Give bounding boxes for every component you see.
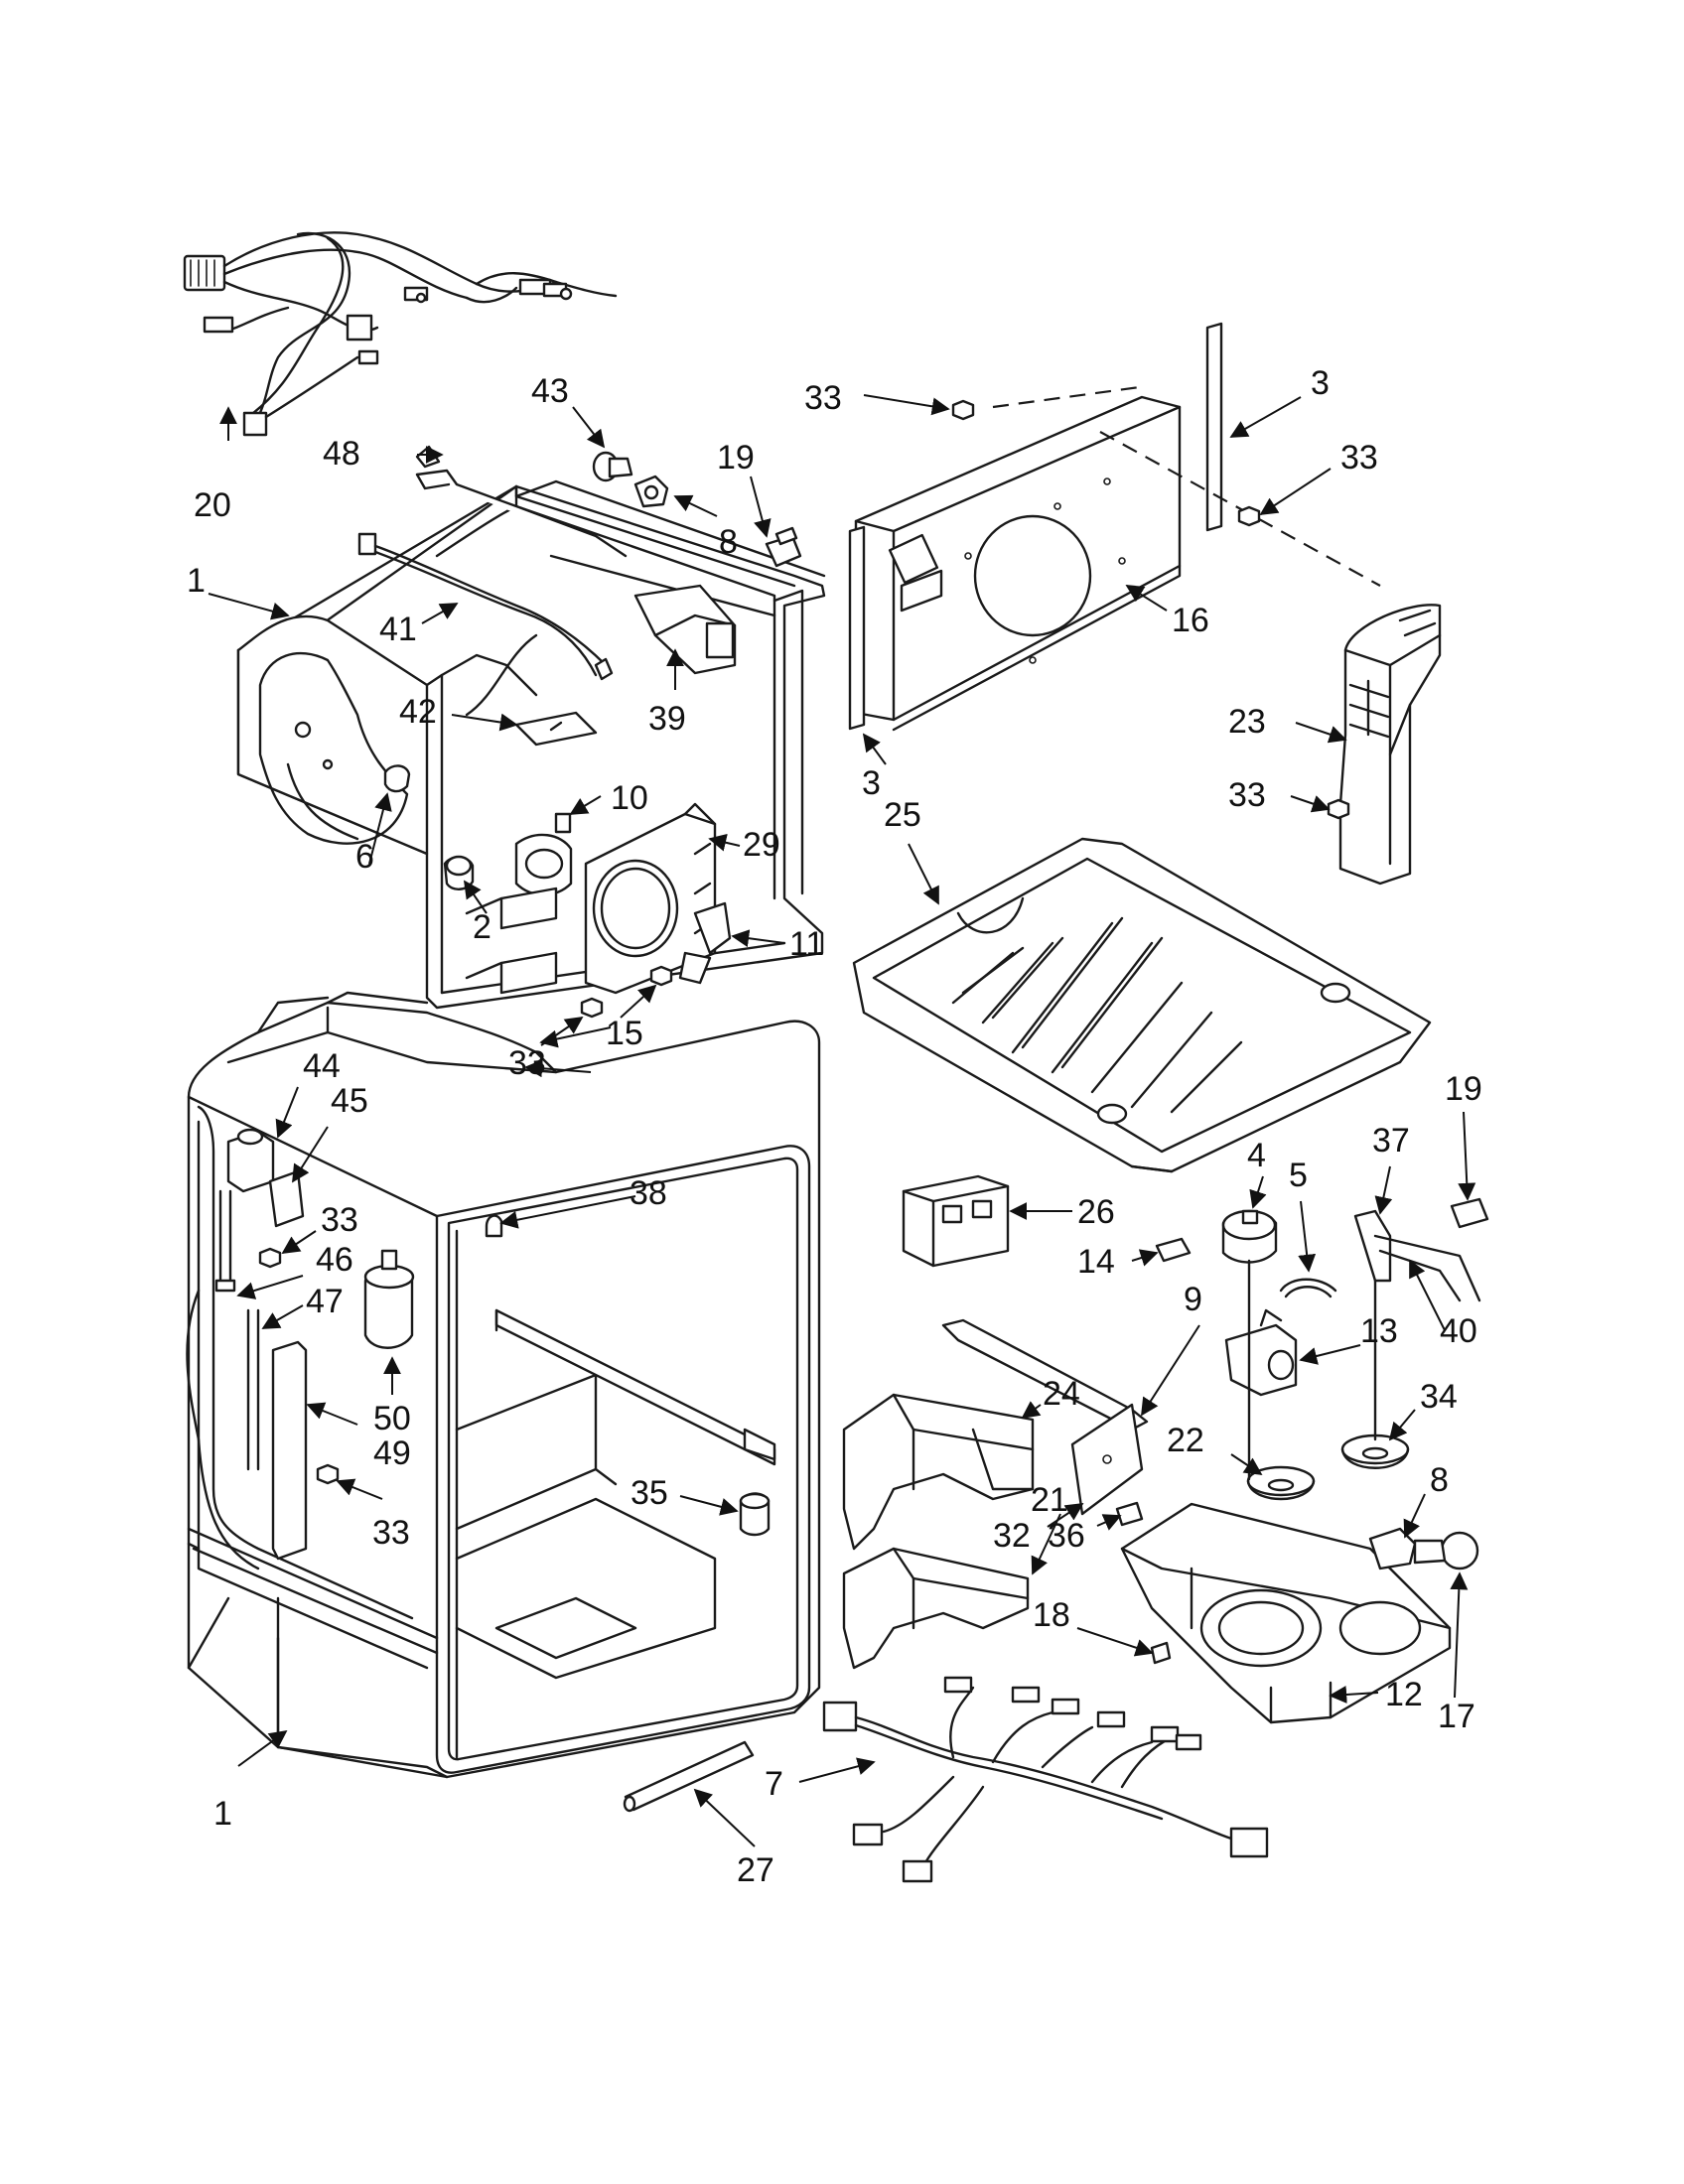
label-42: 42	[399, 693, 437, 731]
label-41: 41	[379, 611, 417, 648]
label-37: 37	[1372, 1122, 1410, 1160]
label-19-right: 19	[1445, 1070, 1482, 1108]
label-1-bottom: 1	[213, 1795, 232, 1833]
label-32: 32	[993, 1517, 1031, 1555]
label-11: 11	[789, 925, 824, 963]
label-48: 48	[323, 435, 360, 473]
label-16: 16	[1172, 602, 1209, 639]
label-10: 10	[611, 779, 648, 817]
label-44: 44	[303, 1047, 341, 1085]
label-14: 14	[1077, 1243, 1115, 1281]
label-26: 26	[1077, 1193, 1115, 1231]
label-3-top: 3	[1311, 364, 1330, 402]
label-50: 50	[373, 1400, 411, 1437]
fresh-food-liner	[187, 991, 821, 1779]
fan-assembly	[443, 802, 732, 1019]
label-33-panel-right: 33	[1340, 439, 1378, 477]
label-15: 15	[606, 1015, 643, 1052]
label-46: 46	[316, 1241, 353, 1279]
label-7: 7	[765, 1765, 783, 1803]
label-2: 2	[473, 908, 491, 946]
drip-pan	[852, 837, 1432, 1173]
label-22: 22	[1167, 1422, 1204, 1459]
label-9: 9	[1184, 1281, 1202, 1318]
label-25: 25	[884, 796, 921, 834]
drain-tube	[623, 1740, 755, 1813]
label-8-right: 8	[1430, 1461, 1449, 1499]
label-29: 29	[743, 826, 780, 864]
label-33-left-upper: 33	[321, 1201, 358, 1239]
cabinet-roller	[739, 1492, 771, 1537]
label-27: 27	[737, 1851, 774, 1889]
label-43: 43	[531, 372, 569, 410]
label-33-upper-case: 33	[508, 1044, 546, 1082]
label-5: 5	[1289, 1157, 1308, 1194]
label-35: 35	[631, 1474, 668, 1512]
air-duct	[1327, 604, 1442, 886]
label-49: 49	[373, 1434, 411, 1472]
label-18: 18	[1033, 1596, 1070, 1634]
label-4: 4	[1247, 1137, 1266, 1174]
label-21: 21	[1031, 1481, 1068, 1519]
wire-harness-top	[183, 231, 618, 437]
label-34: 34	[1420, 1378, 1458, 1416]
label-33-panel-top: 33	[804, 379, 842, 417]
label-33-left-lower: 33	[372, 1514, 410, 1552]
label-1-top: 1	[187, 562, 206, 600]
label-45: 45	[331, 1082, 368, 1120]
label-36: 36	[1048, 1517, 1085, 1555]
label-17: 17	[1438, 1698, 1475, 1735]
ice-dispenser-parts	[842, 1174, 1489, 1724]
label-20: 20	[194, 486, 231, 524]
label-6: 6	[355, 838, 374, 876]
label-33-duct: 33	[1228, 776, 1266, 814]
label-47: 47	[306, 1283, 344, 1320]
water-components	[186, 1128, 415, 1570]
label-8-top: 8	[719, 523, 738, 561]
label-12: 12	[1385, 1676, 1423, 1713]
label-13: 13	[1360, 1312, 1398, 1350]
part-labels: 20 48 43 19 8 1 41 39 42 6 10 29 2 11 15…	[187, 364, 1482, 1889]
label-19-top: 19	[717, 439, 755, 477]
shelf-rail	[485, 1214, 776, 1466]
label-24: 24	[1043, 1375, 1080, 1413]
rear-panel	[848, 322, 1381, 732]
label-3-bottom: 3	[862, 764, 881, 802]
label-23: 23	[1228, 703, 1266, 741]
wire-harness-bottom	[822, 1676, 1269, 1883]
label-38: 38	[630, 1174, 667, 1212]
label-39: 39	[648, 700, 686, 738]
leader-lines	[208, 394, 1476, 1847]
label-40: 40	[1440, 1312, 1477, 1350]
